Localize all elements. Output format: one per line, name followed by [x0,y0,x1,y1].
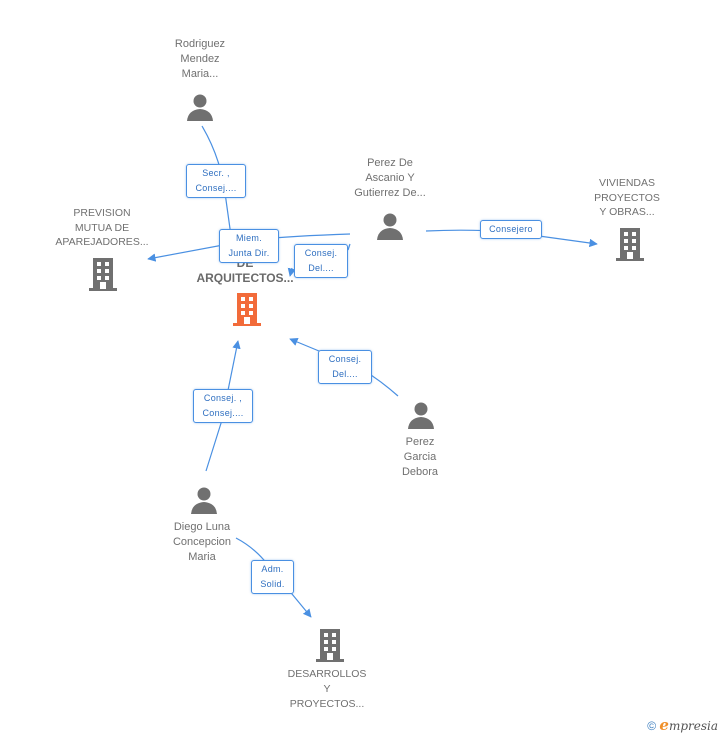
node-label: PREVISION MUTUA DE APAREJADORES... [52,206,152,250]
label-line: Gutierrez De... [354,187,426,199]
label-line: Perez [405,436,435,448]
brand-initial: e [659,716,669,734]
person-icon[interactable] [406,400,436,430]
node-prevision[interactable]: PREVISION MUTUA DE APAREJADORES... [52,206,152,250]
copyright-icon: © [647,719,657,733]
label-line: PROYECTOS... [289,698,365,710]
edge-label-consej-del-garcia[interactable]: Consej. Del.... [318,350,372,384]
edge-label-line: Del.... [308,263,334,273]
label-line: Debora [401,466,439,478]
node-label: VIVIENDAS PROYECTOS Y OBRAS... [577,176,677,220]
label-line: DESARROLLOS [287,668,367,680]
label-line: Ascanio Y [365,172,415,184]
edge-label-line: Consej. , [203,393,243,403]
label-line: ARQUITECTOS... [196,271,294,285]
label-line: Rodriguez [174,38,226,50]
person-icon[interactable] [185,92,215,122]
building-icon[interactable] [231,292,263,326]
edge-label-miem-junta[interactable]: Miem. Junta Dir. [219,229,279,263]
label-line: Maria [188,551,216,563]
edge-label-line: Solid. [260,579,285,589]
label-line: Perez De [367,157,413,169]
label-line: VIVIENDAS [598,177,656,189]
person-icon[interactable] [189,485,219,515]
edge-label-line: Del.... [332,369,358,379]
building-icon[interactable] [87,257,119,291]
node-perez-ascanio[interactable]: Perez De Ascanio Y Gutierrez De... [340,156,440,201]
edge-label-line: Consej.... [195,183,237,193]
label-line: Maria... [181,68,219,80]
edge-label-line: Secr. , [202,168,230,178]
edge-label-line: Consej.... [202,408,244,418]
footer-brand[interactable]: © empresia [647,716,718,734]
edge-label-line: Consej. [304,248,338,258]
edge-label-line: Junta Dir. [228,248,270,258]
label-line: Y OBRAS... [599,206,655,218]
edge-label-line: Consejero [489,224,533,234]
edge-label-consej-consej[interactable]: Consej. , Consej.... [193,389,253,423]
edge-perez-ascanio-center [290,243,351,276]
edge-label-line: Consej. [328,354,362,364]
label-line: MUTUA DE [74,221,130,234]
label-line: Mendez [180,53,220,65]
brand-logo: empresia [659,716,718,734]
label-line: Y [323,683,331,695]
label-line: APAREJADORES... [55,236,149,248]
label-line: Diego Luna [173,521,231,533]
label-line: Concepcion [172,536,232,548]
edge-label-consejero[interactable]: Consejero [480,220,542,239]
edge-label-consej-del-ascanio[interactable]: Consej. Del.... [294,244,348,278]
building-icon[interactable] [314,628,346,662]
brand-name: mpresia [668,719,718,733]
person-icon[interactable] [375,211,405,241]
label-line: PROYECTOS [594,191,660,204]
building-icon[interactable] [614,227,646,261]
node-desarrollos[interactable]: DESARROLLOS Y PROYECTOS... [277,667,377,712]
node-label: DESARROLLOS Y PROYECTOS... [277,667,377,712]
label-line: PREVISION [73,207,131,219]
edge-label-secr-consej[interactable]: Secr. , Consej.... [186,164,246,198]
edge-label-line: Adm. [261,564,284,574]
label-line: Garcia [403,451,437,463]
node-viviendas[interactable]: VIVIENDAS PROYECTOS Y OBRAS... [577,176,677,220]
edge-label-line: Miem. [236,233,262,243]
edge-label-adm-solid[interactable]: Adm. Solid. [251,560,294,594]
node-label: Perez De Ascanio Y Gutierrez De... [340,156,440,201]
